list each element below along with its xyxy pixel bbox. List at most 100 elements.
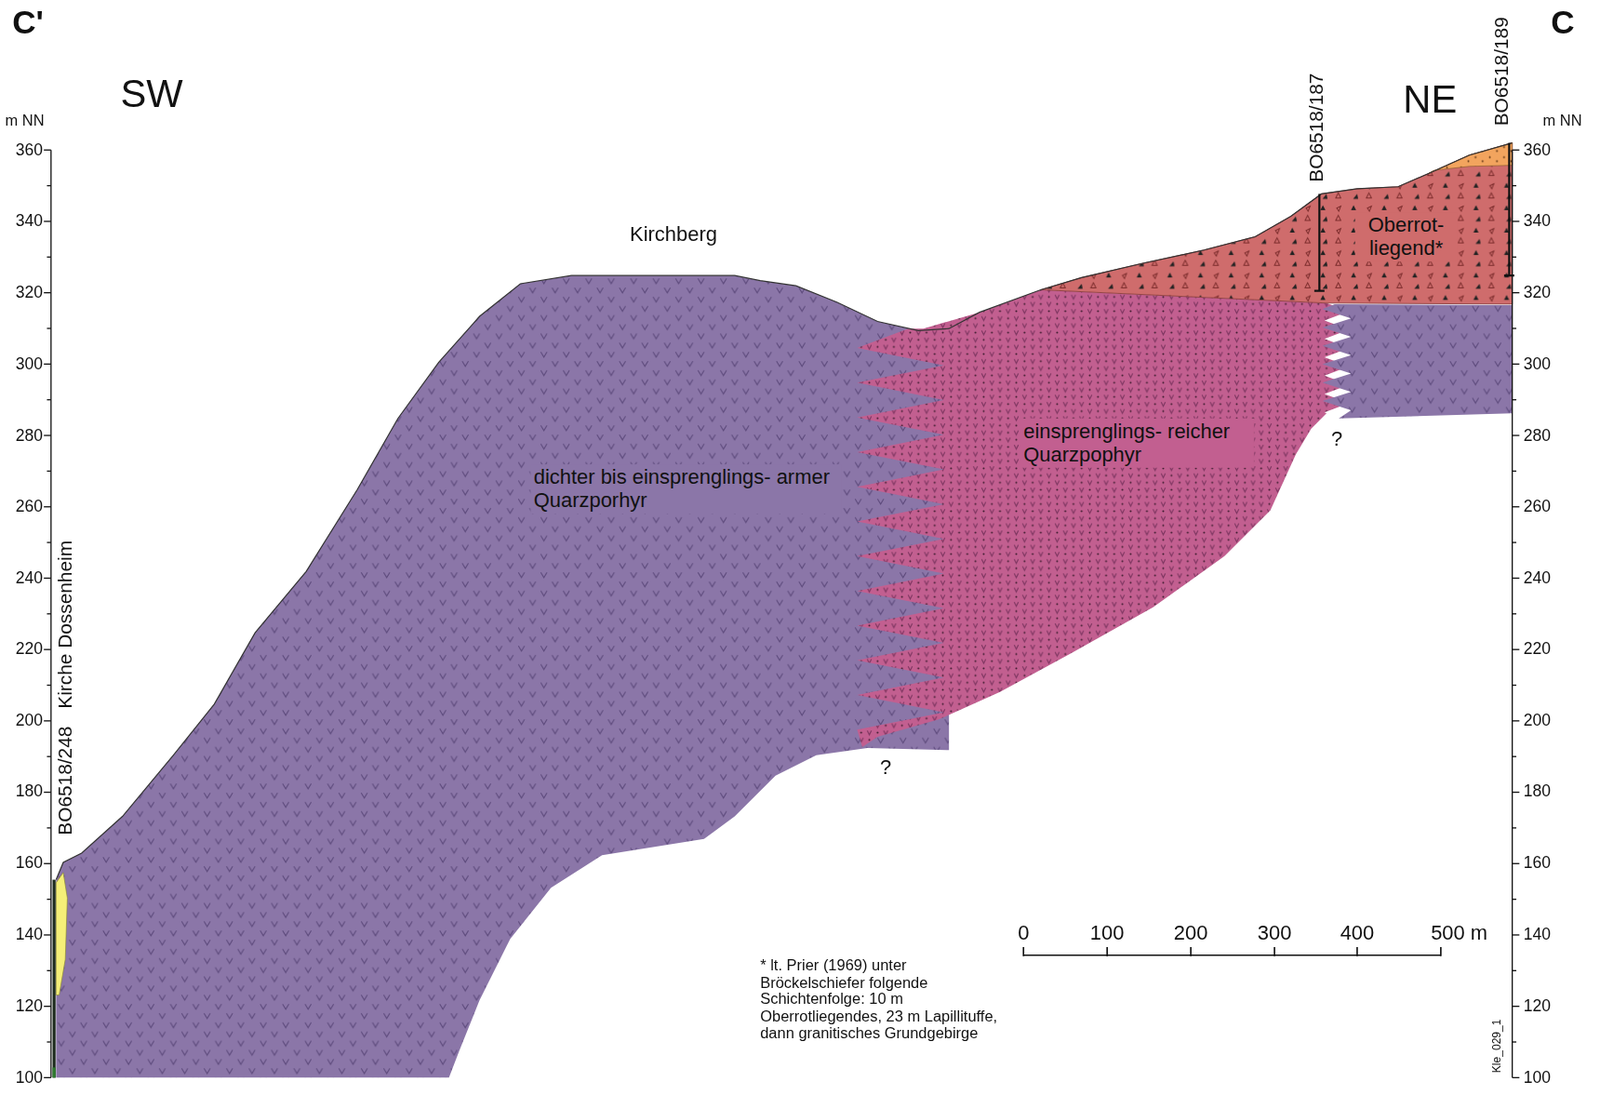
axis-tick	[46, 898, 51, 900]
axis-value: 340	[15, 212, 43, 231]
scale-tick	[1106, 946, 1108, 957]
borehole-line	[1318, 193, 1320, 291]
axis-tick	[1512, 1077, 1520, 1079]
axis-tick	[1512, 363, 1520, 365]
axis-value: 220	[15, 640, 43, 659]
yellow-lens	[55, 872, 67, 996]
axis-value: 280	[15, 426, 43, 445]
axis-tick	[1512, 1005, 1520, 1007]
axis-tick	[43, 933, 52, 935]
axis-value: 320	[1523, 283, 1551, 303]
axis-value: 100	[1523, 1067, 1551, 1087]
scale-tick	[1440, 946, 1442, 957]
scale-bar	[1023, 954, 1441, 957]
axis-value: 360	[1523, 140, 1551, 160]
axis-tick	[43, 863, 52, 865]
axis-tick	[43, 577, 52, 579]
uncertainty-mark: ?	[880, 755, 892, 779]
borehole-line	[52, 880, 55, 1079]
axis-tick	[46, 684, 51, 686]
borehole-id: BO6518/248	[53, 726, 77, 836]
axis-tick	[46, 327, 51, 329]
axis-unit: m NN	[1543, 111, 1583, 130]
axis-unit: m NN	[4, 111, 44, 130]
axis-tick	[1512, 185, 1517, 187]
scale-value: 400	[1340, 920, 1375, 945]
axis-value: 160	[1523, 853, 1551, 873]
direction-label: SW	[120, 72, 183, 118]
borehole-tick	[1314, 290, 1325, 293]
axis-value: 320	[15, 283, 43, 303]
axis-tick	[1512, 149, 1520, 151]
axis-tick	[43, 220, 52, 222]
axis-ticks	[43, 149, 1520, 1078]
axis-tick	[43, 363, 52, 365]
axis-value: 340	[1523, 212, 1551, 231]
borehole-id: BO6518/187	[1305, 73, 1328, 183]
axis-tick	[1512, 541, 1517, 543]
axis-tick	[43, 1077, 52, 1079]
axis-tick	[1512, 613, 1517, 614]
borehole-id: BO6518/189	[1491, 16, 1514, 126]
axis-tick	[43, 791, 52, 793]
figure-id: Kle_029_1	[1490, 1019, 1504, 1074]
uncertainty-mark: ?	[1331, 426, 1343, 451]
axis-tick	[46, 541, 51, 543]
axis-tick	[43, 434, 52, 436]
axis-tick	[1512, 506, 1520, 507]
axis-tick	[46, 613, 51, 614]
axis-tick	[46, 826, 51, 828]
place-name: Kirchberg	[629, 223, 718, 247]
scale-tick	[1273, 946, 1276, 957]
axis-tick	[1512, 399, 1517, 400]
axis-tick	[1512, 970, 1517, 972]
axis-tick	[1512, 684, 1517, 686]
rock-unit: einsprenglings- reicher Quarzpophyr	[1020, 418, 1254, 468]
axis-tick	[43, 292, 52, 294]
axis-value: 200	[1523, 711, 1551, 731]
axis-value: 200	[15, 711, 43, 731]
axis-value: 260	[1523, 497, 1551, 517]
direction-label: NE	[1402, 78, 1457, 123]
axis-value: 180	[1523, 782, 1551, 801]
axis-tick	[1512, 292, 1520, 294]
scale-tick	[1189, 946, 1192, 957]
axis-tick	[46, 399, 51, 400]
scale-tick	[1356, 946, 1359, 957]
axis-tick	[46, 1040, 51, 1042]
axis-tick	[1512, 649, 1520, 651]
axis-tick	[1512, 826, 1517, 828]
axis-value: 140	[15, 925, 43, 945]
scale-ticks	[1023, 946, 1441, 957]
axis-value: 280	[1523, 426, 1551, 445]
terrain-line	[55, 143, 1512, 880]
section-end-label: C'	[12, 3, 44, 41]
axis-tick	[1512, 577, 1520, 579]
rock-unit: dichter bis einsprenglings- armer Quarzp…	[530, 464, 842, 514]
axis-tick	[43, 149, 52, 151]
axis-value: 300	[1523, 354, 1551, 374]
scale-value: 200	[1173, 920, 1209, 945]
quarzporphyr-rich-unit	[856, 290, 1349, 747]
scale-value: 300	[1257, 920, 1293, 945]
axis-value: 260	[15, 497, 43, 517]
axis-value: 100	[15, 1067, 43, 1087]
section-end-label: C	[1550, 3, 1574, 41]
axis-tick	[1512, 791, 1520, 793]
axis-tick	[46, 470, 51, 472]
axis-tick	[1512, 470, 1517, 472]
axis-tick	[43, 506, 52, 507]
axis-tick	[1512, 720, 1520, 721]
rock-unit: Oberrot- liegend*	[1355, 212, 1458, 262]
axis-value: 360	[15, 140, 43, 160]
axis-tick	[1512, 434, 1520, 436]
axis-value: 240	[15, 568, 43, 587]
axis-tick	[1512, 220, 1520, 222]
footnote: * lt. Prier (1969) unter Bröckelschiefer…	[760, 957, 1005, 1041]
axis-value: 180	[15, 782, 43, 801]
axis-value: 140	[1523, 925, 1551, 945]
axis-value: 240	[1523, 568, 1551, 587]
axis-tick	[46, 756, 51, 758]
axis-value: 220	[1523, 640, 1551, 659]
